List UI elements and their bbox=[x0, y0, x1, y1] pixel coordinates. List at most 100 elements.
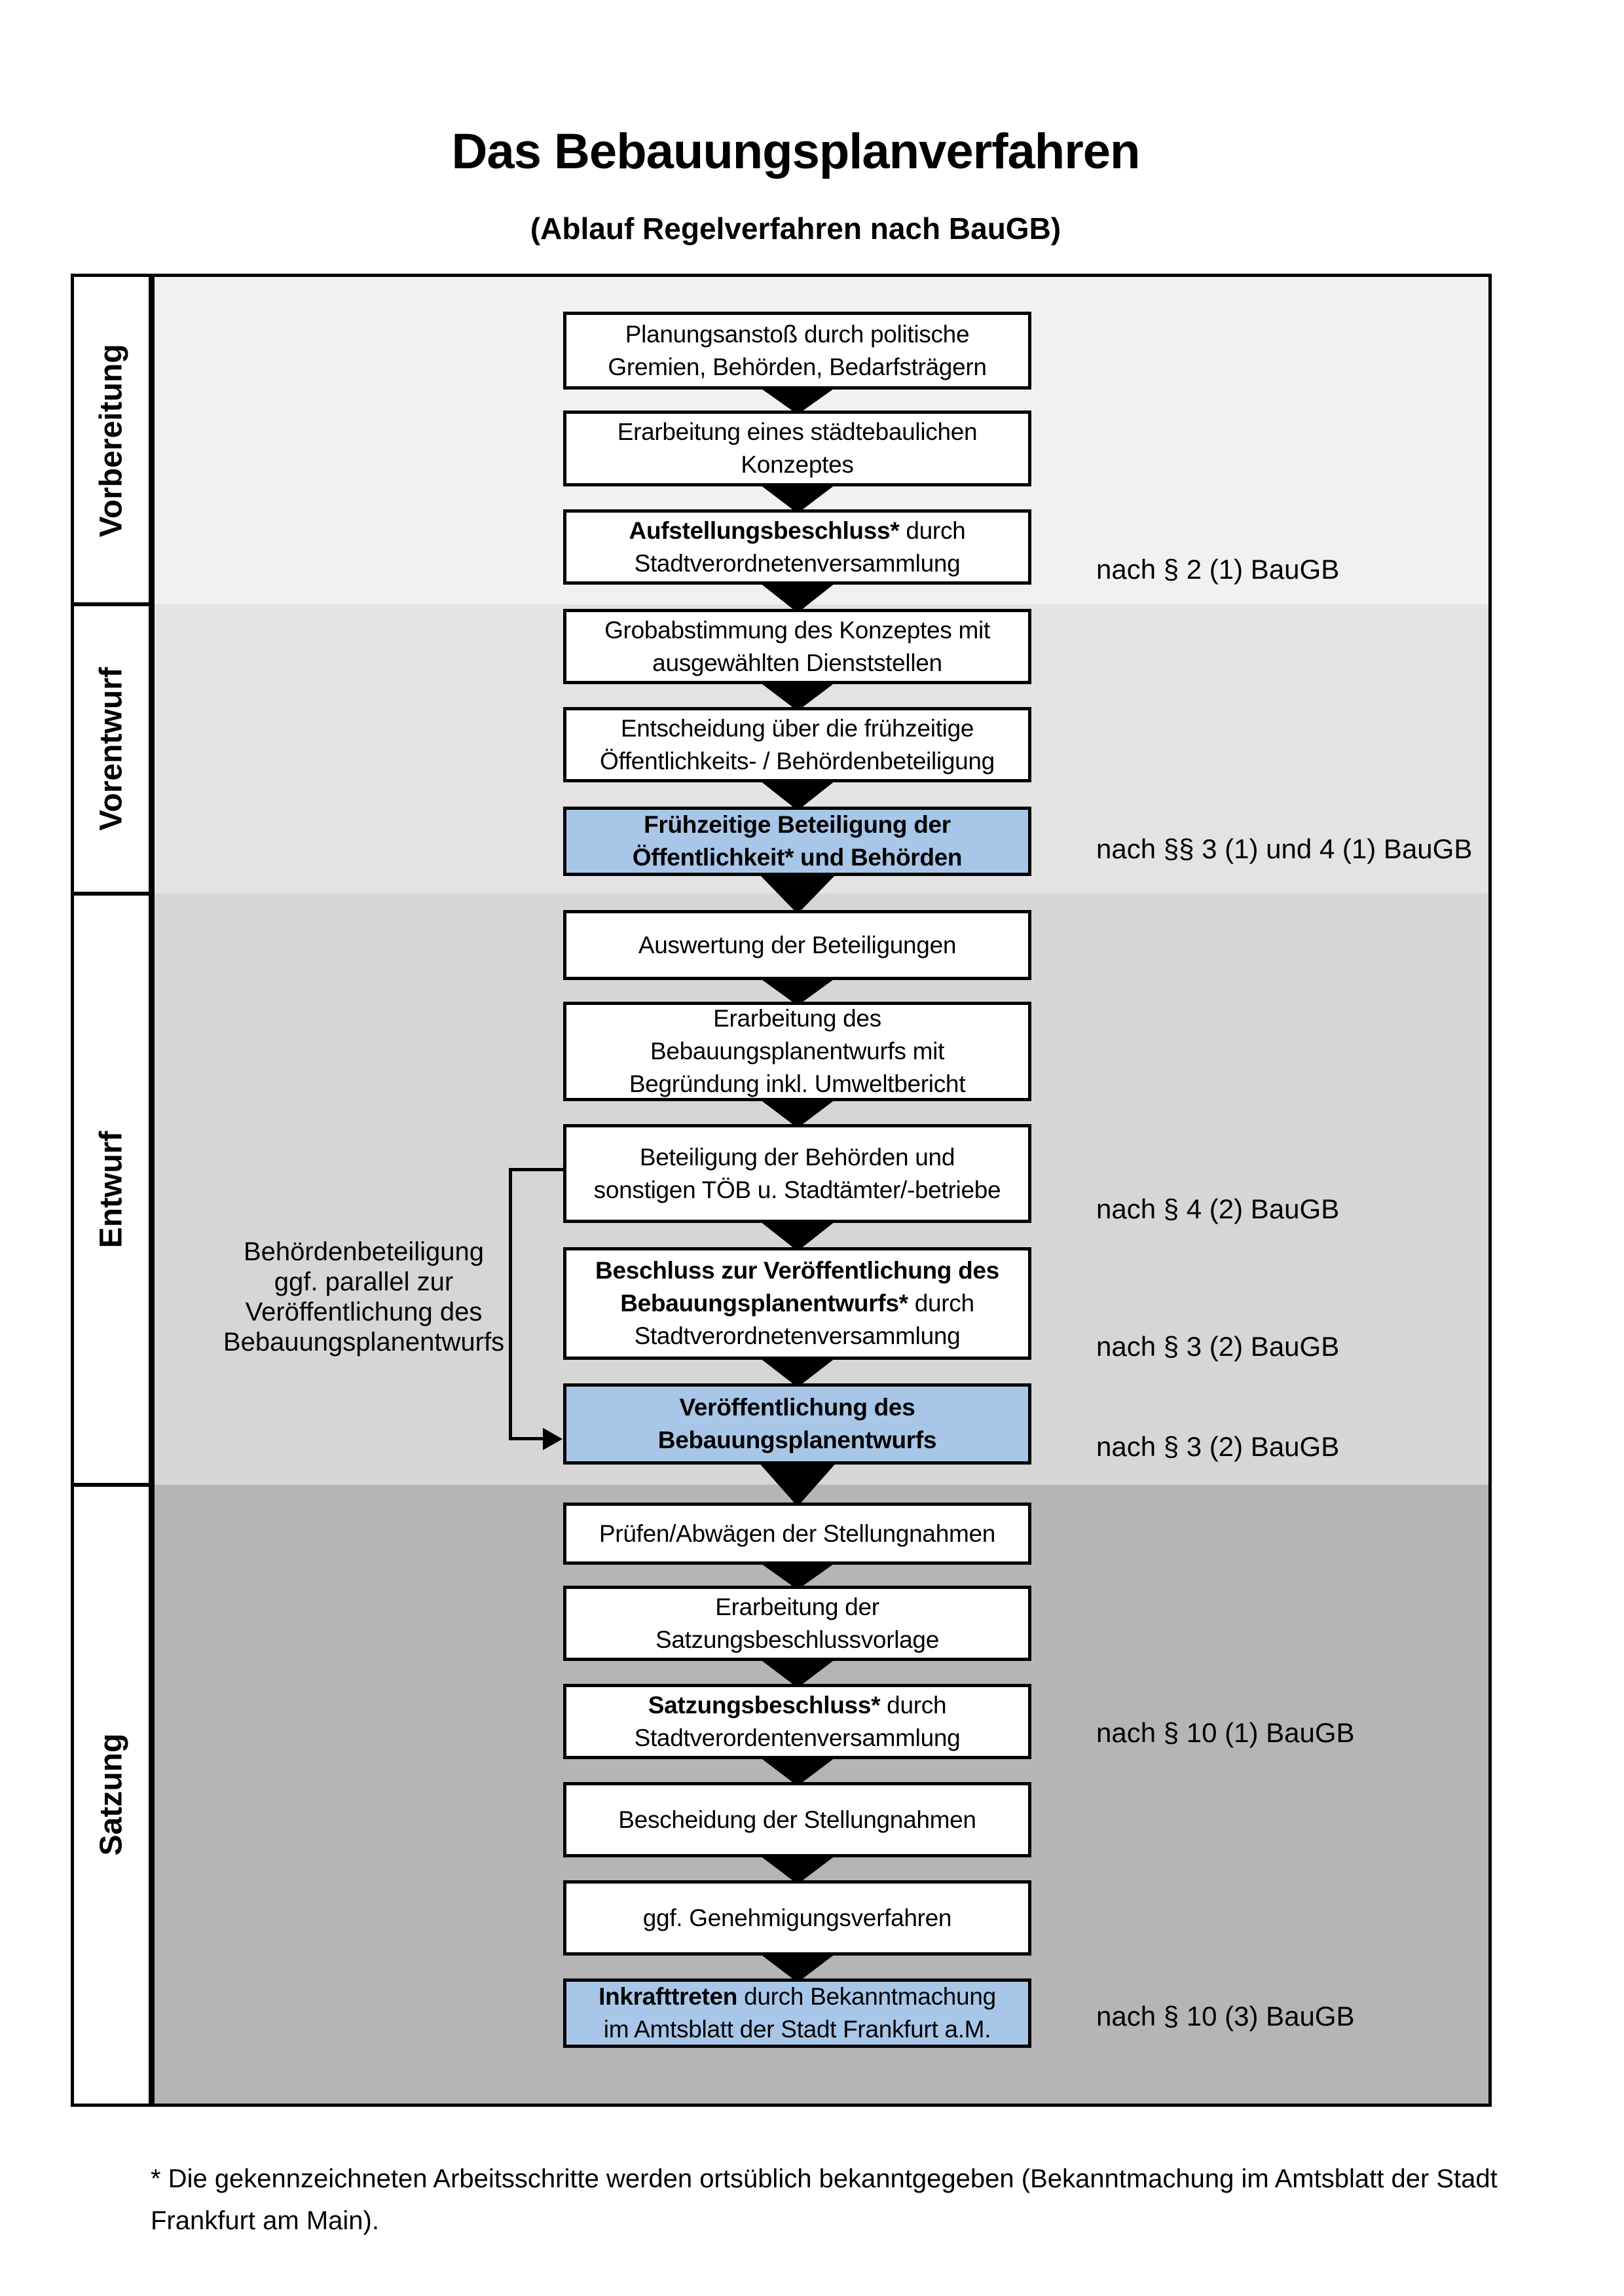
phase-label-entwurf: Entwurf bbox=[94, 1131, 129, 1248]
step-text: im Amtsblatt der Stadt Frankfurt a.M. bbox=[603, 2016, 991, 2043]
connector-line-top bbox=[509, 1168, 565, 1171]
step-text-line: Grobabstimmung des Konzeptes mit bbox=[604, 614, 990, 647]
step-text: ggf. Genehmigungsverfahren bbox=[642, 1904, 952, 1931]
step-text: durch bbox=[908, 1290, 974, 1317]
legal-reference: nach § 10 (1) BauGB bbox=[1096, 1717, 1355, 1748]
step-text-line: Beteiligung der Behörden und bbox=[640, 1141, 955, 1174]
footnote-line: Frankfurt am Main). bbox=[151, 2206, 379, 2235]
step-text-line: Satzungsbeschluss* durch bbox=[648, 1689, 947, 1722]
legal-reference: nach §§ 3 (1) und 4 (1) BauGB bbox=[1096, 833, 1473, 864]
step-text-line: Veröffentlichung des bbox=[680, 1391, 915, 1424]
step-text-line: Bebauungsplanentwurfs mit bbox=[650, 1035, 944, 1068]
step-text-line: Stadtverordentenversammlung bbox=[635, 1722, 961, 1755]
step-text: Satzungsbeschlussvorlage bbox=[655, 1626, 939, 1653]
step-text-bold: Satzungsbeschluss* bbox=[648, 1691, 881, 1719]
step-text-bold: Inkrafttreten bbox=[599, 1983, 738, 2010]
footnote: * Die gekennzeichneten Arbeitsschritte w… bbox=[151, 2158, 1532, 2242]
step-box-grobabstimmung: Grobabstimmung des Konzeptes mit ausgewäh… bbox=[563, 609, 1031, 684]
flow-arrow-icon bbox=[757, 1952, 838, 1982]
step-text: Stadtverordentenversammlung bbox=[634, 1724, 961, 1751]
step-text-line: Bescheidung der Stellungnahmen bbox=[618, 1804, 976, 1836]
connector-arrow-icon bbox=[543, 1428, 563, 1450]
flow-arrow-icon bbox=[757, 976, 838, 1006]
phase-divider-line bbox=[74, 1483, 155, 1487]
phase-label-satzung: Satzung bbox=[94, 1733, 129, 1855]
step-text: Grobabstimmung des Konzeptes mit bbox=[604, 616, 990, 644]
phase-label-vorbereitung: Vorbereitung bbox=[94, 344, 129, 538]
flow-arrow-icon bbox=[757, 1461, 838, 1506]
step-box-bescheidung-stellungnahmen: Bescheidung der Stellungnahmen bbox=[563, 1782, 1031, 1857]
flow-arrow-icon bbox=[757, 386, 838, 414]
side-annotation-line: Bebauungsplanentwurfs bbox=[223, 1328, 505, 1357]
step-text-line: sonstigen TÖB u. Stadtämter/-betriebe bbox=[594, 1174, 1001, 1207]
step-text: Planungsanstoß durch politische bbox=[625, 320, 970, 348]
step-text: durch bbox=[899, 517, 966, 544]
step-text-bold: Aufstellungsbeschluss* bbox=[629, 517, 900, 544]
side-annotation-line: Veröffentlichung des bbox=[245, 1298, 483, 1326]
step-text: sonstigen TÖB u. Stadtämter/-betriebe bbox=[593, 1176, 1001, 1203]
flow-arrow-icon bbox=[757, 872, 838, 914]
phase-divider-line bbox=[74, 602, 155, 606]
step-text-line: Bebauungsplanentwurfs* durch bbox=[620, 1287, 974, 1320]
step-text-line: Satzungsbeschlussvorlage bbox=[655, 1624, 939, 1656]
side-annotation-line: ggf. parallel zur bbox=[274, 1267, 454, 1296]
step-text: Bescheidung der Stellungnahmen bbox=[618, 1806, 976, 1833]
step-text: durch Bekanntmachung bbox=[737, 1983, 996, 2010]
legal-reference: nach § 3 (2) BauGB bbox=[1096, 1431, 1340, 1462]
connector-line-bottom bbox=[509, 1437, 545, 1440]
step-text: Erarbeitung der bbox=[715, 1593, 879, 1620]
step-text-line: Gremien, Behörden, Bedarfsträgern bbox=[608, 351, 987, 384]
flow-arrow-icon bbox=[757, 1219, 838, 1251]
flow-arrow-icon bbox=[757, 483, 838, 513]
sidebar-divider-line bbox=[149, 277, 155, 2104]
step-text-line: Erarbeitung eines städtebaulichen bbox=[618, 416, 978, 448]
flow-arrow-icon bbox=[757, 1561, 838, 1590]
step-text-line: Beschluss zur Veröffentlichung des bbox=[595, 1254, 999, 1287]
step-text: Konzeptes bbox=[741, 451, 854, 478]
step-text-line: Konzeptes bbox=[741, 448, 853, 481]
step-text-line: Entscheidung über die frühzeitige bbox=[621, 712, 974, 745]
step-text: Gremien, Behörden, Bedarfsträgern bbox=[608, 353, 987, 380]
step-text: ausgewählten Dienststellen bbox=[652, 649, 942, 676]
step-text-line: Begründung inkl. Umweltbericht bbox=[629, 1068, 966, 1101]
step-text: Erarbeitung eines städtebaulichen bbox=[617, 418, 978, 445]
page-title: Das Bebauungsplanverfahren bbox=[451, 124, 1141, 179]
page-subtitle: (Ablauf Regelverfahren nach BauGB) bbox=[530, 211, 1061, 246]
step-text: Erarbeitung des bbox=[713, 1005, 881, 1032]
legal-reference: nach § 2 (1) BauGB bbox=[1096, 554, 1340, 585]
step-text-line: Erarbeitung der bbox=[715, 1591, 879, 1624]
step-text-bold: Beschluss zur Veröffentlichung des bbox=[595, 1257, 999, 1284]
step-text-line: Öffentlichkeits- / Behördenbeteiligung bbox=[600, 745, 995, 778]
phase-sidebar-cell-satzung bbox=[74, 1485, 149, 2104]
step-box-pruefen-abwaegen: Prüfen/Abwägen der Stellungnahmen bbox=[563, 1503, 1031, 1565]
flow-arrow-icon bbox=[757, 1356, 838, 1387]
step-text-line: Prüfen/Abwägen der Stellungnahmen bbox=[599, 1518, 995, 1550]
flow-arrow-icon bbox=[757, 581, 838, 613]
step-text-line: ggf. Genehmigungsverfahren bbox=[642, 1902, 952, 1935]
step-box-inkrafttreten: Inkrafttreten durch Bekanntmachung im Amt… bbox=[563, 1978, 1031, 2048]
step-text-line: im Amtsblatt der Stadt Frankfurt a.M. bbox=[604, 2013, 991, 2046]
step-box-genehmigungsverfahren: ggf. Genehmigungsverfahren bbox=[563, 1880, 1031, 1956]
step-text: Bebauungsplanentwurfs mit bbox=[650, 1038, 945, 1065]
step-text: Beteiligung der Behörden und bbox=[639, 1143, 955, 1171]
step-text-line: Frühzeitige Beteiligung der bbox=[644, 809, 951, 841]
flow-arrow-icon bbox=[757, 1657, 838, 1688]
phase-sidebar-cell-entwurf bbox=[74, 894, 149, 1485]
step-text-bold: Veröffentlichung des bbox=[679, 1394, 915, 1421]
step-text-line: Inkrafttreten durch Bekanntmachung bbox=[599, 1980, 996, 2013]
step-box-beteiligung-behoerden: Beteiligung der Behörden und sonstigen TÖ… bbox=[563, 1124, 1031, 1223]
step-box-auswertung-beteiligungen: Auswertung der Beteiligungen bbox=[563, 910, 1031, 980]
step-text-line: Erarbeitung des bbox=[713, 1002, 881, 1035]
phase-label-vorentwurf: Vorentwurf bbox=[94, 667, 129, 831]
